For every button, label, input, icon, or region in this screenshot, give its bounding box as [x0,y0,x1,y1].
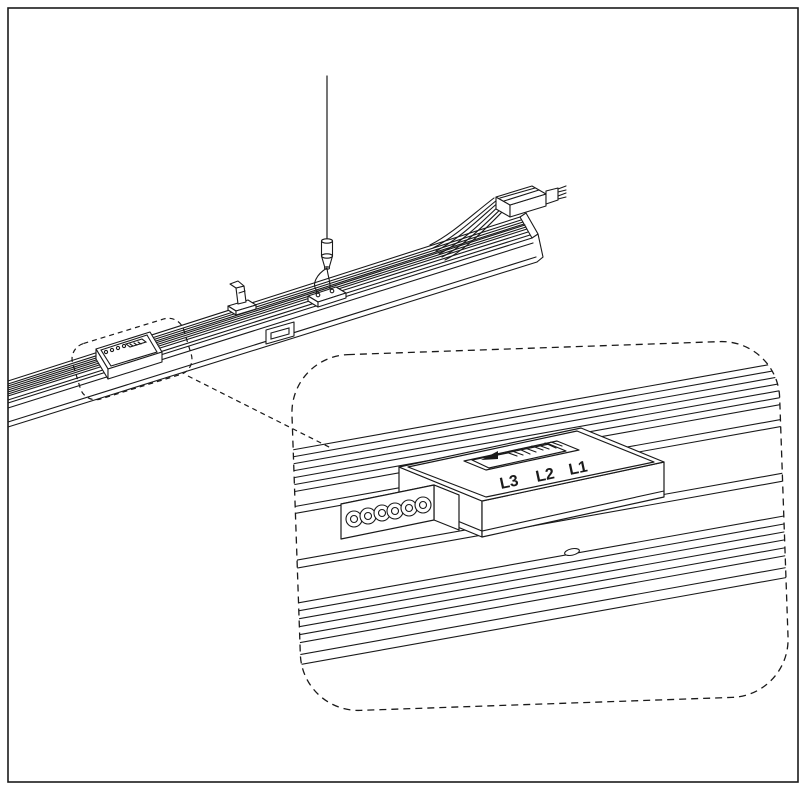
detail-rail-surface [291,359,791,667]
terminal-block [340,484,460,540]
phase-selector-switch[interactable] [463,440,580,471]
through-wiring-bundle [429,197,509,261]
terminal-ports [345,496,432,528]
callout-leader-line [187,375,332,449]
selector-arrow-icon [481,451,498,460]
rail-end-cap [519,212,544,263]
detail-phase-selection-module: L3 L2 L1 [340,427,665,540]
label-l1: L1 [567,458,589,479]
detail-view: L3 L2 L1 [291,359,791,667]
phase-selection-module [95,331,163,380]
connector-pins [557,185,567,200]
module-selector-hint [124,338,148,348]
cable-gripper [320,238,334,270]
figure-border [7,7,799,783]
label-l3: L3 [498,472,520,493]
rail-fixing-hole [564,547,580,557]
rail-suspension-bracket [307,286,347,308]
connector-pin-block [545,187,559,205]
rail-cover-plate [265,321,295,345]
trunking-rail [7,212,544,428]
detail-callout-outline [291,340,789,712]
suspension-cable [307,75,347,308]
fixing-clamp [227,280,257,316]
selector-slider-ridges [505,441,563,457]
module-callout-outline [71,317,193,401]
label-l2: L2 [534,465,556,486]
wiring-connector [495,185,567,218]
